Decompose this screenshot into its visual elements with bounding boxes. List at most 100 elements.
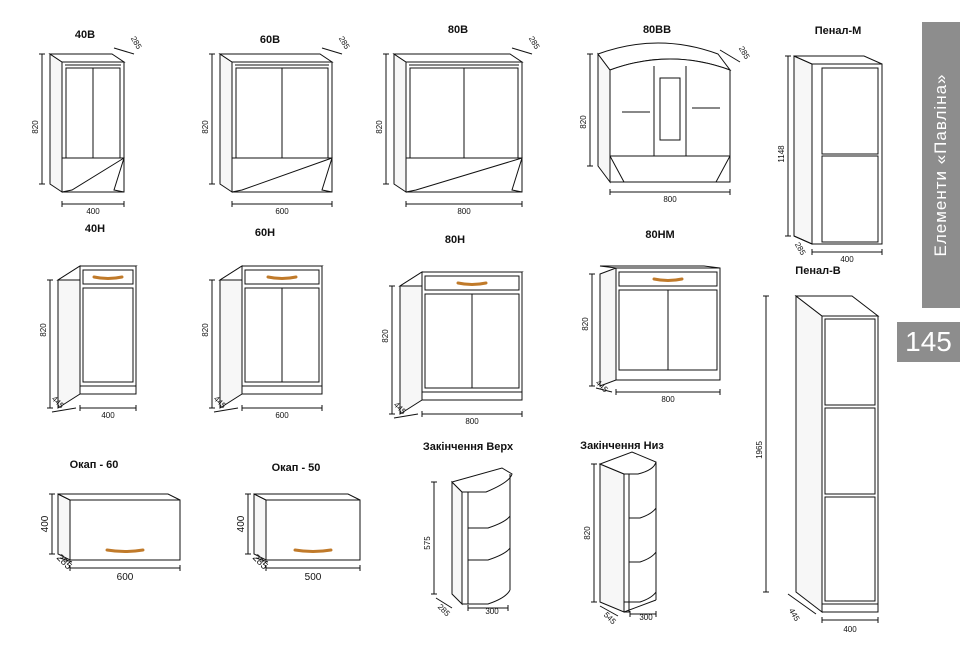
dim-width: 400	[840, 255, 854, 264]
item-label: Окап - 60	[70, 459, 119, 471]
end-shelf	[624, 591, 657, 603]
dim-depth: 285	[337, 35, 352, 52]
item-label: 40Н	[85, 223, 105, 235]
cabinet-door	[65, 67, 94, 159]
dim-height: 575	[423, 536, 432, 550]
catalog-title: Елементи «Павліна»	[931, 73, 950, 257]
dim-line	[51, 407, 77, 413]
hood-side	[253, 493, 267, 561]
dim-width: 800	[663, 195, 677, 204]
end-shelf	[468, 544, 511, 561]
dim-width: 400	[843, 625, 857, 634]
hood-side	[57, 493, 71, 561]
dim-height: 820	[375, 120, 384, 134]
dim-width: 600	[117, 572, 134, 583]
dim-width: 600	[275, 207, 289, 216]
panel-bottom	[462, 589, 511, 605]
cabinet-door	[667, 289, 718, 371]
dim-line	[435, 597, 453, 609]
dim-height: 820	[39, 323, 48, 337]
hood-top	[57, 493, 181, 501]
item-label: 80В	[448, 24, 468, 36]
panel-front	[461, 491, 469, 605]
dim-line	[321, 47, 343, 55]
handle-icon	[92, 275, 124, 280]
item-label: Пенал-М	[815, 25, 862, 37]
dim-width: 300	[485, 607, 499, 616]
cabinet-door	[82, 287, 134, 383]
cabinet-top	[48, 53, 126, 63]
hood-top	[253, 493, 361, 501]
handle-icon	[652, 277, 684, 282]
cabinet-side	[597, 52, 611, 184]
cabinet-side	[219, 53, 233, 193]
dim-height: 400	[40, 515, 51, 532]
cabinet-door	[471, 293, 520, 389]
cabinet-stand	[609, 155, 731, 183]
dim-line	[113, 47, 135, 55]
cabinet-door	[824, 496, 876, 602]
dim-line	[511, 47, 533, 55]
dim-width: 800	[661, 395, 675, 404]
handle-icon	[456, 281, 488, 286]
dim-line	[59, 557, 73, 563]
cabinet-door	[618, 289, 669, 371]
dim-height: 820	[579, 115, 588, 129]
panel-front	[623, 473, 630, 613]
item-label: 60В	[260, 34, 280, 46]
dim-width: 800	[457, 207, 471, 216]
dim-width: 600	[275, 411, 289, 420]
item-label: Окап - 50	[272, 462, 321, 474]
dim-depth: 445	[787, 607, 802, 624]
dim-depth: 545	[602, 610, 618, 626]
dim-width: 300	[639, 613, 653, 622]
panel-bottom	[623, 599, 657, 613]
dim-width: 400	[86, 207, 100, 216]
cabinet-side	[393, 53, 407, 193]
panel-top	[598, 451, 657, 475]
dim-width: 500	[305, 572, 322, 583]
panel-side	[451, 480, 463, 606]
handle-icon	[105, 548, 145, 553]
hood-body	[265, 499, 361, 561]
dim-height: 820	[201, 323, 210, 337]
cabinet-door	[821, 155, 879, 243]
cabinet-top	[392, 53, 524, 63]
dim-height: 820	[381, 329, 390, 343]
handle-icon	[266, 275, 298, 280]
handle-icon	[293, 548, 333, 553]
dim-line	[213, 407, 239, 413]
dim-width: 400	[101, 411, 115, 420]
dim-height: 1148	[777, 145, 786, 163]
cabinet-stand	[232, 157, 333, 193]
panel-side	[599, 463, 625, 613]
cabinet-door	[824, 318, 876, 406]
dim-width: 800	[465, 417, 479, 426]
cabinet-door	[235, 67, 283, 159]
dim-depth: 285	[129, 35, 144, 52]
cabinet-top	[218, 53, 334, 63]
item-label: Закінчення Низ	[580, 440, 664, 452]
item-label: Пенал-В	[795, 265, 840, 277]
cabinet-side	[57, 265, 81, 409]
cabinet-stand	[231, 157, 333, 193]
end-shelf	[468, 512, 511, 529]
dim-depth: 285	[436, 602, 452, 618]
cabinet-stand	[406, 157, 523, 193]
dim-line	[719, 49, 741, 63]
dim-line	[595, 387, 613, 393]
cabinet-side	[599, 267, 617, 387]
dim-line	[393, 413, 419, 419]
dim-height: 820	[31, 120, 40, 134]
